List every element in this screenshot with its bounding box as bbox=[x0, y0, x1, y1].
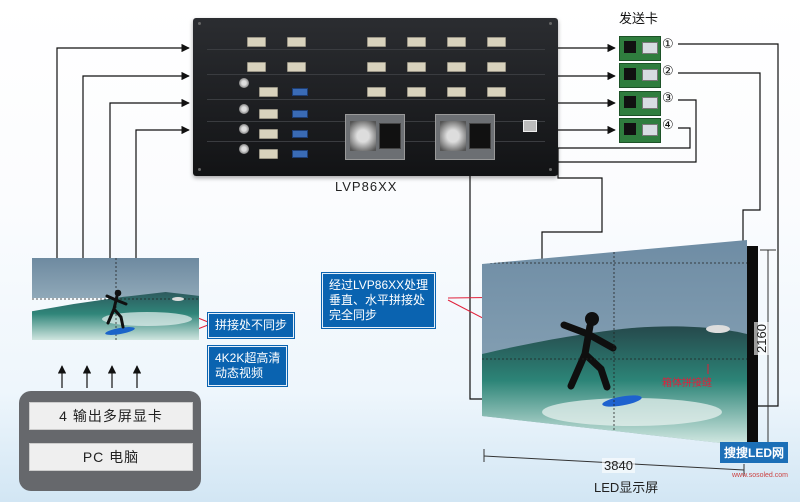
led-wall-edge bbox=[747, 246, 758, 456]
led-display-title: LED显示屏 bbox=[594, 480, 659, 495]
callout-synced: 经过LVP86XX处理 垂直、水平拼接处 完全同步 bbox=[322, 273, 436, 328]
led-display-wall bbox=[482, 236, 747, 446]
pc-computer: 4 输出多屏显卡 PC 电脑 bbox=[19, 391, 201, 491]
height-dimension: 2160 bbox=[754, 322, 769, 355]
pc-label: PC 电脑 bbox=[29, 443, 193, 471]
card-number-1: ① bbox=[662, 36, 674, 51]
card-wire-4 bbox=[537, 127, 691, 301]
card-wire-2 bbox=[678, 72, 761, 301]
input-wire-1 bbox=[56, 43, 190, 258]
sending-cards-title: 发送卡 bbox=[619, 11, 659, 26]
processor-chassis bbox=[193, 18, 558, 176]
led-wall-image bbox=[482, 240, 747, 446]
surfer-figure bbox=[32, 258, 199, 340]
width-dimension: 3840 bbox=[602, 458, 635, 473]
fan-icon bbox=[350, 121, 376, 151]
seam-label: 箱体拼接缝 bbox=[662, 378, 712, 389]
input-slot-3 bbox=[207, 78, 545, 100]
power-supply-1 bbox=[345, 114, 405, 160]
watermark-url: www.sosoled.com bbox=[731, 472, 788, 479]
sending-card-4 bbox=[619, 118, 661, 143]
card-wire-3 bbox=[469, 99, 697, 404]
input-wire-4 bbox=[135, 125, 190, 258]
watermark-logo: 搜搜LED网 www.sosoled.com bbox=[690, 440, 788, 486]
input-slot-6 bbox=[207, 144, 545, 161]
sending-card-2 bbox=[619, 63, 661, 88]
card-number-3: ③ bbox=[662, 90, 674, 105]
ethernet-port-icon bbox=[523, 120, 537, 132]
input-wire-3 bbox=[109, 98, 190, 258]
card-number-2: ② bbox=[662, 63, 674, 78]
callout-not-synced: 拼接处不同步 bbox=[208, 313, 295, 338]
graphics-card-label: 4 输出多屏显卡 bbox=[29, 402, 193, 430]
callout-4k2k-video: 4K2K超高清 动态视频 bbox=[208, 346, 288, 386]
input-wire-2 bbox=[82, 71, 190, 258]
watermark-text: 搜搜LED网 bbox=[719, 442, 788, 463]
processor-model-label: LVP86XX bbox=[335, 179, 398, 194]
source-video-image bbox=[32, 258, 199, 340]
power-supply-2 bbox=[435, 114, 495, 160]
fan-icon bbox=[440, 121, 466, 151]
sending-card-1 bbox=[619, 36, 661, 61]
input-slot-1 bbox=[207, 34, 545, 50]
card-number-4: ④ bbox=[662, 117, 674, 132]
sending-card-3 bbox=[619, 91, 661, 116]
input-slot-2 bbox=[207, 59, 545, 75]
